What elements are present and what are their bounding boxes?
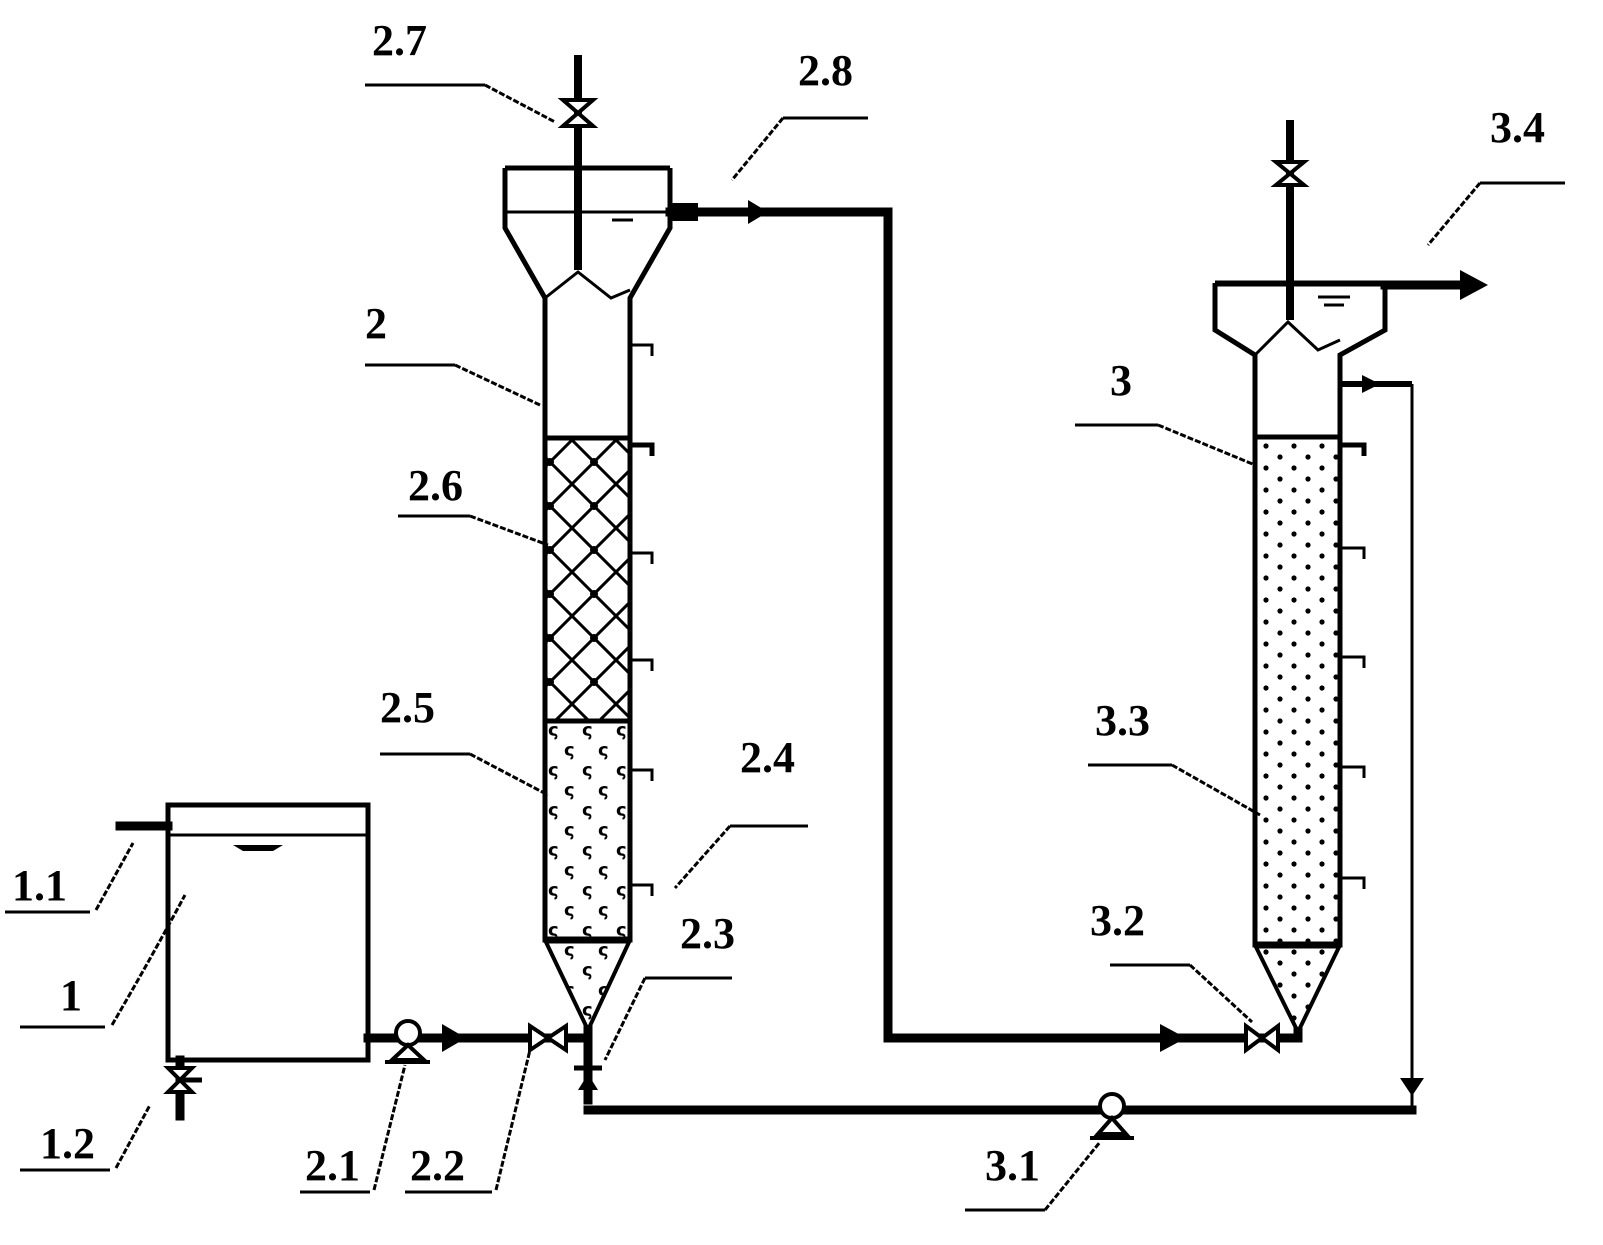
label-3-1: 3.1 (985, 1141, 1040, 1190)
label-3-3: 3.3 (1095, 696, 1150, 745)
label-2-1-group: 2.1 (300, 1064, 407, 1194)
label-3-1-group: 3.1 (965, 1141, 1102, 1212)
label-3: 3 (1110, 356, 1132, 405)
label-2-4-group: 2.4 (673, 733, 808, 889)
label-2-4: 2.4 (740, 733, 795, 782)
label-3-4-group: 3.4 (1426, 103, 1565, 246)
recirculation-inlet-valve-icon[interactable] (574, 1065, 602, 1090)
label-2-5-group: 2.5 (380, 683, 549, 797)
label-1-group: 1 (20, 894, 187, 1029)
reactor-2 (502, 165, 673, 1035)
label-2-2-group: 2.2 (405, 1049, 532, 1194)
label-3-group: 3 (1075, 356, 1256, 467)
label-3-4: 3.4 (1490, 103, 1545, 152)
recirculation-pump-icon[interactable] (1090, 1092, 1134, 1140)
label-2-group: 2 (365, 299, 541, 407)
recirculation-pipe (583, 375, 1424, 1115)
label-3-3-group: 3.3 (1088, 696, 1261, 817)
transfer-valve-icon[interactable] (748, 200, 768, 224)
label-2: 2 (365, 299, 387, 348)
label-1-2: 1.2 (40, 1119, 95, 1168)
transfer-pipe (665, 203, 1303, 1043)
flow-arrow-icon (442, 1024, 466, 1052)
reactor-3 (1212, 280, 1388, 1037)
label-2-1: 2.1 (305, 1141, 360, 1190)
feed-tank (115, 802, 371, 1063)
label-2-2: 2.2 (410, 1141, 465, 1190)
reactor-3-sampling-ports[interactable] (1340, 442, 1367, 889)
reactor-2-sampling-ports[interactable] (630, 343, 655, 896)
label-2-8-group: 2.8 (730, 46, 868, 181)
label-1-1: 1.1 (12, 861, 67, 910)
feed-pump-icon[interactable] (385, 1019, 430, 1064)
label-1-1-group: 1.1 (5, 842, 135, 914)
label-2-3-group: 2.3 (603, 909, 735, 1061)
label-2-6-group: 2.6 (398, 461, 549, 547)
stirrer-2-icon (557, 55, 599, 270)
reactor-3-inlet-valve-icon[interactable] (1244, 1022, 1280, 1054)
label-3-2: 3.2 (1090, 896, 1145, 945)
label-2-8: 2.8 (798, 46, 853, 95)
label-3-2-group: 3.2 (1090, 896, 1254, 1024)
stirrer-3-icon (1270, 120, 1310, 320)
label-2-5: 2.5 (380, 683, 435, 732)
label-2-6: 2.6 (408, 461, 463, 510)
label-2-7: 2.7 (372, 16, 427, 65)
transfer-flow-arrow-icon (1160, 1024, 1186, 1052)
label-2-7-group: 2.7 (365, 16, 556, 124)
label-1-2-group: 1.2 (20, 1104, 152, 1172)
outlet-pipe (1380, 270, 1488, 300)
label-2-3: 2.3 (680, 909, 735, 958)
inlet-valve-icon[interactable] (528, 1022, 568, 1054)
drain-valve-icon[interactable] (163, 1055, 202, 1121)
label-1: 1 (60, 971, 82, 1020)
